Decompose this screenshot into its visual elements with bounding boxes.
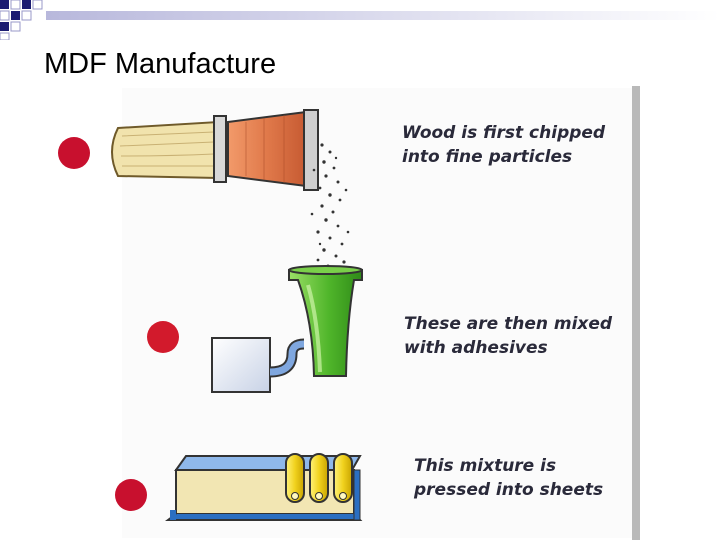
step-1-caption: Wood is first chipped into fine particle… — [402, 121, 605, 169]
step-2-caption: These are then mixed with adhesives — [404, 312, 612, 360]
wood-log — [111, 115, 227, 183]
press-tray — [165, 455, 363, 521]
step-2-line-1: These are then mixed — [404, 314, 613, 334]
corner-decoration — [0, 0, 720, 40]
mixer-hopper — [288, 265, 363, 377]
step-1-line-2: into fine particles — [402, 147, 573, 167]
scan-edge-shadow — [632, 86, 640, 540]
adhesive-pipe — [269, 338, 305, 378]
wood-particles — [310, 143, 350, 268]
chipper-funnel — [227, 109, 319, 191]
bullet-step-2 — [147, 321, 179, 353]
adhesive-container — [211, 337, 271, 393]
step-2-line-2: with adhesives — [404, 338, 548, 358]
press-rollers — [285, 453, 353, 503]
bullet-step-3 — [115, 479, 147, 511]
slide-title: MDF Manufacture — [44, 48, 277, 80]
step-3-line-2: pressed into sheets — [414, 480, 604, 500]
bullet-step-1 — [58, 137, 90, 169]
step-1-line-1: Wood is first chipped — [402, 123, 606, 143]
step-3-line-1: This mixture is — [414, 456, 557, 476]
step-3-caption: This mixture is pressed into sheets — [414, 454, 603, 502]
